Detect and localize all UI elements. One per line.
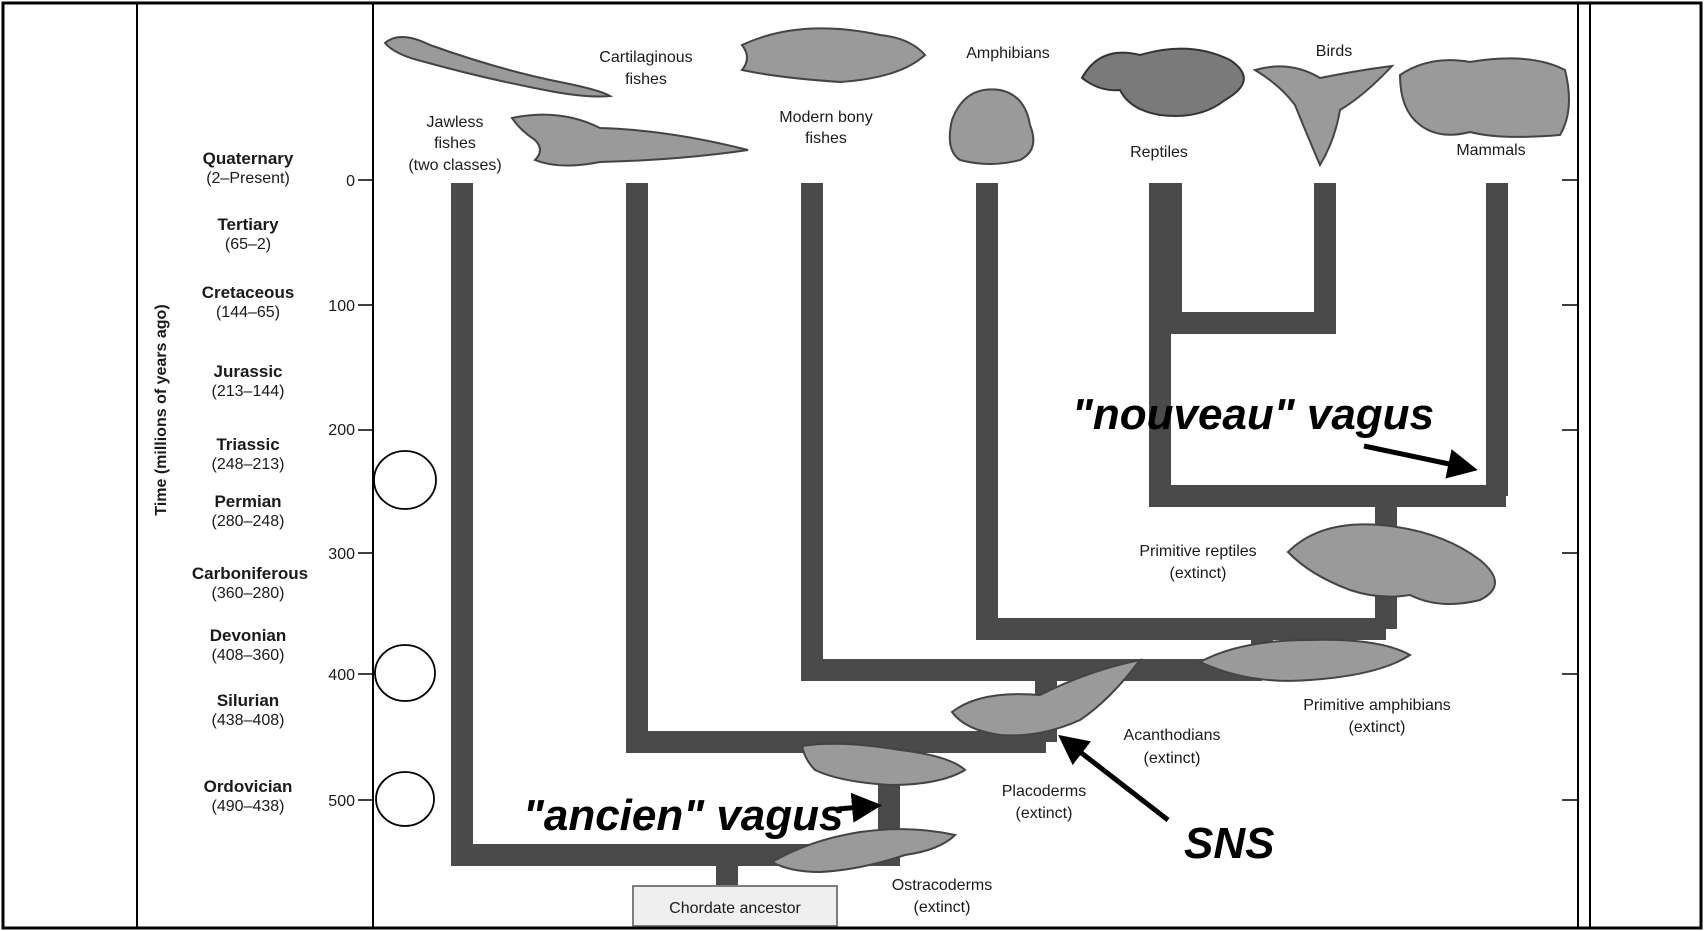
era-range: (490–438)	[212, 798, 285, 815]
taxon-label: Reptiles	[1130, 144, 1188, 161]
taxon-label: Ostracoderms	[892, 877, 992, 894]
era-labels: Quaternary (2–Present) Tertiary (65–2) C…	[192, 149, 308, 815]
era-range: (2–Present)	[206, 170, 290, 187]
taxon-label: fishes	[625, 71, 667, 88]
taxon-label: Modern bony	[779, 109, 872, 126]
taxon-label: (extinct)	[1016, 805, 1073, 822]
lamprey-illustration	[385, 37, 610, 97]
taxon-label: (extinct)	[1349, 719, 1406, 736]
tick-label: 100	[328, 298, 355, 315]
taxon-label: Primitive amphibians	[1303, 697, 1451, 714]
right-axis-ticks	[1562, 180, 1578, 800]
taxon-label: Placoderms	[1002, 783, 1086, 800]
chordate-ancestor-label: Chordate ancestor	[669, 900, 801, 917]
taxon-label: Amphibians	[966, 45, 1050, 62]
era-range: (280–248)	[212, 513, 285, 530]
axis-title: Time (millions of years ago)	[153, 304, 170, 515]
perch-illustration	[742, 28, 925, 82]
ancien-vagus-note: "ancien" vagus	[523, 791, 844, 840]
taxon-label: Mammals	[1456, 142, 1525, 159]
primitive-reptile-illustration	[1288, 524, 1495, 604]
shark-illustration	[512, 115, 748, 166]
era-name: Tertiary	[217, 215, 279, 234]
taxon-label: Cartilaginous	[599, 49, 692, 66]
taxon-label: Primitive reptiles	[1139, 543, 1256, 560]
era-name: Quaternary	[203, 149, 294, 168]
era-range: (360–280)	[212, 585, 285, 602]
era-range: (65–2)	[225, 236, 271, 253]
era-range: (144–65)	[216, 304, 280, 321]
taxon-label: Acanthodians	[1124, 727, 1221, 744]
taxon-label: (extinct)	[1170, 565, 1227, 582]
era-name: Jurassic	[214, 362, 283, 381]
era-name: Devonian	[210, 626, 287, 645]
tick-label: 400	[328, 667, 355, 684]
taxon-label: Birds	[1316, 43, 1352, 60]
circle-mark	[376, 772, 434, 826]
era-name: Triassic	[216, 435, 279, 454]
era-name: Cretaceous	[202, 283, 295, 302]
snake-illustration	[1082, 49, 1244, 116]
taxon-labels: Jawless fishes (two classes) Cartilagino…	[408, 43, 1525, 916]
tiger-illustration	[1400, 58, 1569, 136]
nouveau-vagus-note: "nouveau" vagus	[1072, 390, 1434, 439]
era-range: (408–360)	[212, 647, 285, 664]
era-range: (438–408)	[212, 712, 285, 729]
extinction-circles	[374, 451, 436, 826]
tick-label: 200	[328, 422, 355, 439]
tick-label: 0	[346, 173, 355, 190]
taxon-label: Jawless	[427, 114, 484, 131]
era-name: Silurian	[217, 691, 279, 710]
era-name: Permian	[214, 492, 281, 511]
circle-mark	[374, 451, 436, 509]
taxon-label: fishes	[434, 135, 476, 152]
taxon-label: (extinct)	[1144, 750, 1201, 767]
taxon-label: (extinct)	[914, 899, 971, 916]
era-range: (248–213)	[212, 456, 285, 473]
hummingbird-illustration	[1255, 66, 1392, 165]
frog-illustration	[950, 89, 1034, 164]
era-range: (213–144)	[212, 383, 285, 400]
nouveau-arrow	[1364, 446, 1468, 468]
era-name: Ordovician	[204, 777, 293, 796]
era-name: Carboniferous	[192, 564, 308, 583]
tick-label: 500	[328, 793, 355, 810]
taxon-label: fishes	[805, 130, 847, 147]
circle-mark	[375, 645, 435, 701]
sns-note: SNS	[1184, 819, 1274, 868]
taxon-label: (two classes)	[408, 157, 501, 174]
left-axis: 0 100 200 300 400 500	[328, 173, 373, 810]
tick-label: 300	[328, 546, 355, 563]
